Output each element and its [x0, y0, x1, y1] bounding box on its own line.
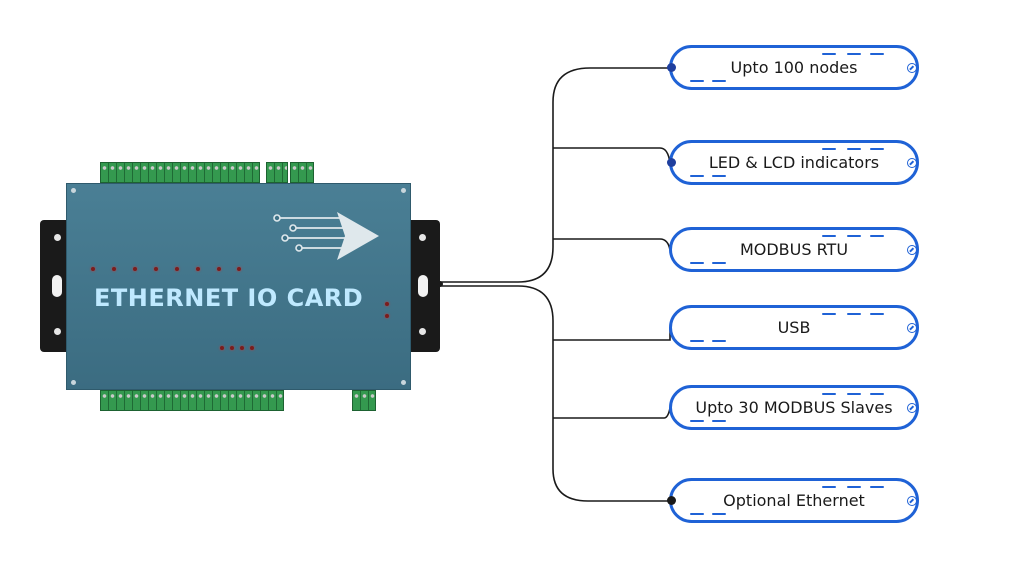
status-led [385, 302, 389, 306]
connector-line-5 [553, 328, 671, 341]
feature-label: MODBUS RTU [739, 240, 849, 259]
status-led [240, 346, 244, 350]
terminal-block-top [266, 162, 288, 183]
connector-line-2 [553, 147, 671, 164]
mount-hole [419, 328, 426, 335]
feature-pill-modbus-rtu: MODBUS RTU [669, 227, 919, 272]
connector-node-dot [667, 63, 676, 72]
status-led [237, 267, 241, 271]
connector-node-dot [667, 158, 676, 167]
status-led [175, 267, 179, 271]
connector-node-dot [667, 496, 676, 505]
feature-pill-ethernet: Optional Ethernet [667, 478, 919, 523]
mount-hole [54, 234, 61, 241]
terminal-block-top [100, 162, 260, 183]
circuit-arrow-logo [273, 212, 379, 260]
feature-label: Upto 100 nodes [730, 58, 858, 77]
device-screw [71, 188, 76, 193]
status-led [196, 267, 200, 271]
feature-label: Upto 30 MODBUS Slaves [695, 398, 893, 417]
link-end-icon [907, 322, 917, 333]
status-led [220, 346, 224, 350]
link-end-icon [907, 62, 917, 73]
feature-pill-modbus-slaves: Upto 30 MODBUS Slaves [669, 385, 919, 430]
device-screw [71, 380, 76, 385]
connector-line-3 [553, 238, 671, 251]
status-led [250, 346, 254, 350]
mount-keyhole [52, 275, 62, 297]
connector-line-6 [553, 407, 671, 419]
feature-pill-nodes: Upto 100 nodes [667, 45, 919, 90]
status-led [91, 267, 95, 271]
link-end-icon [907, 244, 917, 255]
connector-line-4 [440, 285, 670, 502]
feature-label: USB [777, 318, 811, 337]
feature-label: LED & LCD indicators [708, 153, 880, 172]
status-led [217, 267, 221, 271]
device-body [66, 183, 411, 390]
link-end-icon [907, 402, 917, 413]
link-end-icon [907, 157, 917, 168]
feature-pill-indicators: LED & LCD indicators [667, 140, 919, 185]
status-led [154, 267, 158, 271]
terminal-block-top [290, 162, 314, 183]
mount-hole [54, 328, 61, 335]
status-led [230, 346, 234, 350]
status-led [112, 267, 116, 271]
feature-pill-usb: USB [669, 305, 919, 350]
terminal-block-bottom [100, 390, 284, 411]
status-led [385, 314, 389, 318]
device-screw [401, 188, 406, 193]
terminal-block-bottom [352, 390, 376, 411]
link-end-icon [907, 495, 917, 506]
device-title: ETHERNET IO CARD [94, 284, 364, 312]
device-screw [401, 380, 406, 385]
connector-line-1 [440, 67, 670, 283]
mount-keyhole [418, 275, 428, 297]
mount-hole [419, 234, 426, 241]
status-led [133, 267, 137, 271]
feature-label: Optional Ethernet [723, 491, 865, 510]
